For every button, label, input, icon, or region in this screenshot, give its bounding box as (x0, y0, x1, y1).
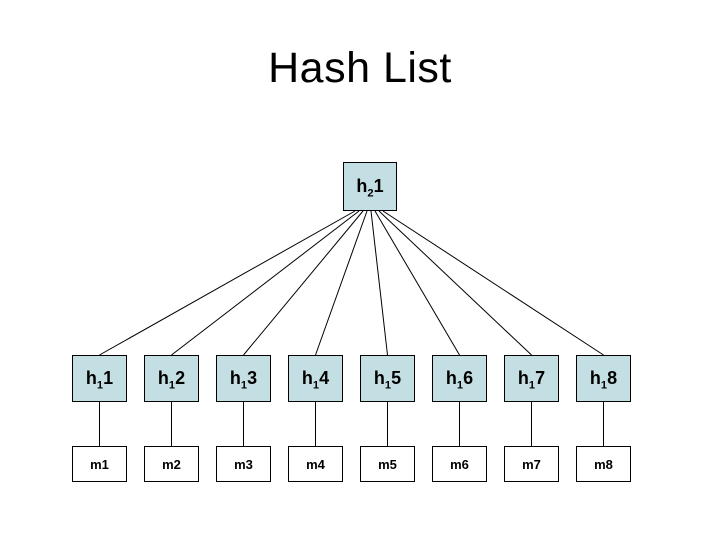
root-hash-node: h21 (343, 162, 397, 211)
hash-node-label: h13 (229, 368, 258, 392)
message-node: m8 (576, 446, 631, 482)
hash-node-label: h12 (157, 368, 186, 392)
hash-node-label: h15 (373, 368, 402, 392)
hash-node: h18 (576, 355, 631, 402)
message-node: m2 (144, 446, 199, 482)
message-node: m6 (432, 446, 487, 482)
message-node: m3 (216, 446, 271, 482)
message-node-label: m8 (594, 456, 613, 472)
fan-connector-line (315, 210, 368, 356)
hash-node: h17 (504, 355, 559, 402)
fan-connector-line (370, 210, 388, 356)
message-node: m1 (72, 446, 127, 482)
hash-node-label: h17 (517, 368, 546, 392)
hash-node-label: h16 (445, 368, 474, 392)
hash-node: h15 (360, 355, 415, 402)
hash-node: h16 (432, 355, 487, 402)
message-node-label: m3 (234, 456, 253, 472)
hash-node: h11 (72, 355, 127, 402)
hash-node-label: h14 (301, 368, 330, 392)
message-node-label: m2 (162, 456, 181, 472)
hash-node: h13 (216, 355, 271, 402)
fan-connector-line (382, 210, 604, 356)
message-node: m4 (288, 446, 343, 482)
message-node: m5 (360, 446, 415, 482)
message-node-label: m1 (90, 456, 109, 472)
fan-connector-line (99, 210, 356, 356)
fan-connector-line (171, 210, 360, 356)
hash-node: h14 (288, 355, 343, 402)
fan-connector-line (243, 210, 364, 356)
fan-connector-line (378, 210, 532, 356)
message-node-label: m7 (522, 456, 541, 472)
message-node-label: m6 (450, 456, 469, 472)
fan-connector-line (374, 210, 460, 356)
root-hash-node-label: h21 (356, 176, 384, 200)
slide-title: Hash List (268, 44, 452, 92)
hash-node-label: h11 (85, 368, 114, 392)
message-node-label: m5 (378, 456, 397, 472)
hash-node-label: h18 (589, 368, 618, 392)
hash-node: h12 (144, 355, 199, 402)
message-node: m7 (504, 446, 559, 482)
message-node-label: m4 (306, 456, 325, 472)
